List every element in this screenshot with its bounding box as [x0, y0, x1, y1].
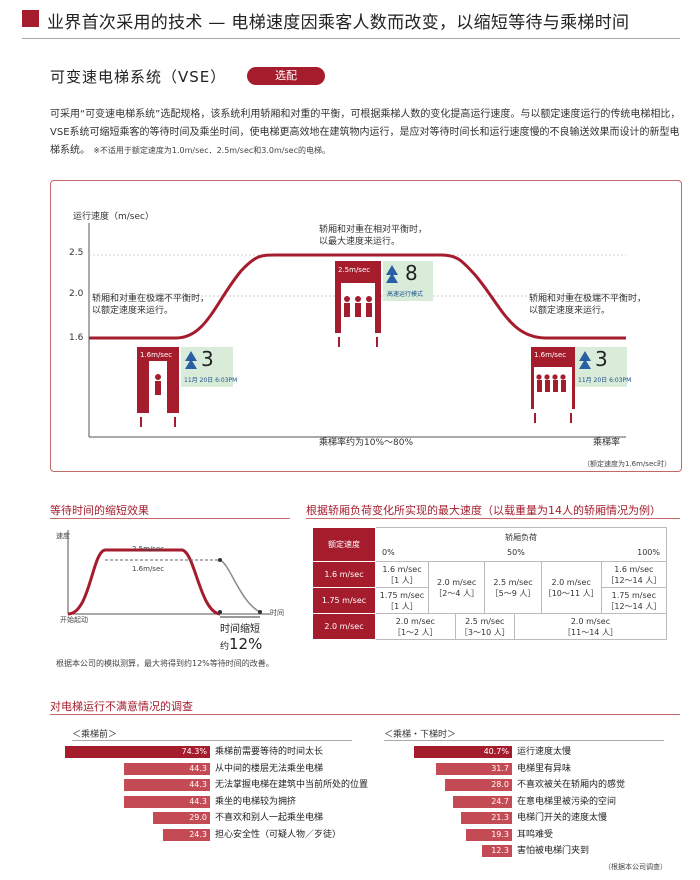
- car1-speed: 1.6m/sec: [140, 351, 173, 359]
- person-icon: [155, 374, 161, 380]
- survey-label: 耳鸣难受: [517, 829, 554, 840]
- load-underline: [306, 518, 680, 519]
- survey-bar: 21.3: [461, 812, 512, 824]
- survey-label: 害怕被电梯门夹到: [517, 846, 590, 856]
- wait-title: 等待时间的缩短效果: [50, 504, 149, 517]
- survey-underline: [50, 714, 680, 715]
- survey-bar: 28.0: [445, 779, 512, 791]
- label-mid: 轿厢和对重在相对平衡时， 以最大速度来运行。: [319, 225, 428, 247]
- survey-label: 电梯里有异味: [517, 763, 572, 774]
- survey-bar: 24.7: [453, 795, 512, 808]
- vse-intro: 可采用“可变速电梯系统”选配规格，该系统利用轿厢和对重的平衡，可根据乘梯人数的变…: [50, 106, 682, 160]
- label-right: 轿厢和对重在极端不平衡时， 以额定速度来运行。: [529, 294, 647, 316]
- cell-1-75-a: 1.75 m/sec［1 人］: [375, 587, 429, 614]
- survey-label: 乘梯前需要等待的时间太长: [215, 747, 324, 757]
- wait-start-label: 开始起动: [60, 616, 88, 624]
- tick-2-0: 2.0: [69, 289, 84, 299]
- tick-2-5: 2.5: [69, 248, 84, 258]
- survey-bar: 44.3: [124, 762, 210, 775]
- survey-bar: 74.3%: [65, 746, 210, 758]
- vse-title: 可变速电梯系统（VSE）: [50, 68, 227, 86]
- car1-date: 11月 20日 6:03PM: [184, 377, 238, 384]
- header-load: 轿厢负荷: [505, 532, 537, 542]
- survey-label: 无法掌握电梯在建筑中当前所处的位置: [215, 780, 369, 790]
- survey-bar: 12.3: [482, 845, 512, 857]
- option-badge: 选配: [247, 67, 325, 85]
- cell-mid-2: 2.5 m/sec［5～9 人］: [484, 561, 542, 614]
- wait-reduce-label: 时间缩短: [220, 624, 260, 635]
- survey-label: 不喜欢和别人一起乘坐电梯: [215, 813, 324, 823]
- cell-1-75-b: 1.75 m/sec［12～14 人］: [600, 587, 668, 614]
- during-underline: [384, 740, 664, 741]
- cell-mid-3: 2.0 m/sec［10～11 人］: [540, 561, 602, 614]
- tick-1-6: 1.6: [69, 333, 84, 343]
- car3-floor: 3: [595, 347, 608, 371]
- survey-bar: 40.7%: [414, 746, 512, 758]
- survey-bar: 31.7: [436, 762, 512, 775]
- intro-text: 可采用“可变速电梯系统”选配规格，该系统利用轿厢和对重的平衡，可根据乘梯人数的变…: [50, 109, 681, 156]
- car1-floor: 3: [201, 347, 214, 371]
- wait-chart: [67, 530, 270, 618]
- load-title: 根据轿厢负荷变化所实现的最大速度（以载重量为14人的轿厢情况为例）: [306, 504, 661, 517]
- survey-label: 担心安全性（可疑人物／歹徒）: [215, 829, 342, 840]
- survey-bar: 44.3: [124, 795, 210, 808]
- survey-label: 运行速度太慢: [517, 747, 572, 757]
- load-table: 额定速度 轿厢负荷 0% 50% 100% 1.6 m/sec 1.6 m/se…: [312, 527, 668, 640]
- car3-date: 11月 20日 6:03PM: [578, 377, 632, 384]
- wait-note: 根据本公司的模拟测算，最大将得到约12%等待时间的改善。: [56, 659, 274, 668]
- car3-speed: 1.6m/sec: [534, 351, 567, 359]
- page-title: 业界首次采用的技术 — 电梯速度因乘客人数而改变，以缩短等待与乘梯时间: [47, 13, 630, 33]
- survey-bar: 44.3: [124, 779, 210, 791]
- x-title: 乘梯率: [593, 438, 621, 448]
- row-1-6: 1.6 m/sec: [312, 561, 376, 588]
- wait-reduce-value: 12%: [229, 635, 263, 653]
- cell-1-6-b: 1.6 m/sec［12～14 人］: [600, 561, 668, 588]
- car2-speed: 2.5m/sec: [338, 266, 371, 274]
- speed-y-title: 运行速度（m/sec）: [73, 212, 154, 222]
- cell-2-0-c: 2.0 m/sec［11～14 人］: [513, 613, 668, 640]
- speed-diagram: 运行速度（m/sec） 2.5 2.0 1.6: [50, 180, 682, 472]
- car2-mode: 高速运行模式: [387, 291, 424, 298]
- wait-time-label: 时间: [270, 609, 284, 617]
- header-load-cell: 轿厢负荷 0% 50% 100%: [375, 527, 667, 562]
- speed-curve-svg: [88, 223, 627, 438]
- car2-floor: 8: [405, 261, 418, 285]
- wait-underline: [50, 518, 290, 519]
- intro-note: ※不适用于额定速度为1.0m/sec．2.5m/sec和3.0m/sec的电梯。: [93, 146, 330, 155]
- survey-bar: 29.0: [153, 812, 210, 824]
- cell-2-0-b: 2.5 m/sec［3～10 人］: [454, 613, 515, 640]
- cell-1-6-a: 1.6 m/sec［1 人］: [375, 561, 429, 588]
- wait-low-speed: 1.6m/sec: [132, 565, 165, 573]
- diagram-footnote: （额定速度为1.6m/sec时）: [583, 460, 672, 468]
- row-1-75: 1.75 m/sec: [312, 587, 376, 614]
- page-header: 业界首次采用的技术 — 电梯速度因乘客人数而改变，以缩短等待与乘梯时间: [22, 6, 682, 36]
- before-underline: [72, 740, 352, 741]
- x-note: 乘梯率约为10%～80%: [319, 438, 414, 448]
- header-divider: [22, 38, 680, 39]
- wait-y-label: 速度: [56, 532, 70, 540]
- during-title: ＜乘梯・下梯时＞: [384, 730, 457, 740]
- cell-mid-1: 2.0 m/sec［2～4 人］: [427, 561, 486, 614]
- survey-bar: 19.3: [466, 828, 512, 841]
- survey-label: 电梯门开关的速度太慢: [517, 813, 608, 823]
- wait-high-speed: 2.5m/sec: [132, 545, 165, 553]
- survey-label: 不喜欢被关在轿厢内的感觉: [517, 780, 626, 790]
- label-left: 轿厢和对重在极端不平衡时， 以额定速度来运行。: [92, 294, 210, 316]
- header-rated: 额定速度: [312, 527, 376, 562]
- cell-2-0-a: 2.0 m/sec［1～2 人］: [375, 613, 456, 640]
- row-2-0: 2.0 m/sec: [312, 613, 376, 640]
- survey-bar: 24.3: [163, 828, 210, 841]
- header-square-icon: [22, 10, 39, 27]
- survey-label: 从中间的楼层无法乘坐电梯: [215, 763, 324, 774]
- wait-reduce: 约12%: [220, 635, 263, 653]
- survey-source: （根据本公司调查）: [604, 863, 667, 871]
- survey-title: 对电梯运行不满意情况的调查: [50, 700, 193, 713]
- survey-label: 乘坐的电梯较为拥挤: [215, 796, 297, 807]
- before-title: ＜乘梯前＞: [72, 730, 118, 740]
- survey-label: 在意电梯里被污染的空间: [517, 796, 617, 807]
